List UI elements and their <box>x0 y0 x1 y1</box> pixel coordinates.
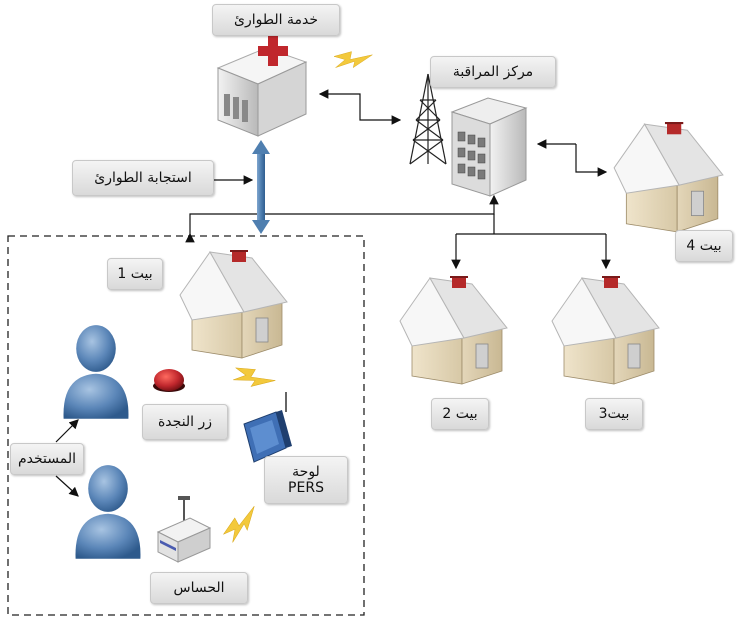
person-icon-top <box>63 325 129 419</box>
label-house-2: بيت 2 <box>431 398 489 430</box>
hospital-building-icon <box>216 36 308 137</box>
label-house-4: بيت 4 <box>675 230 733 262</box>
lightning-signal-icon <box>219 503 264 544</box>
label-house-1: بيت 1 <box>107 258 163 290</box>
lightning-signal-icon <box>231 362 277 394</box>
house-1-icon <box>179 250 288 359</box>
house-3-icon <box>551 276 660 385</box>
label-sensor: الحساس <box>150 572 248 604</box>
label-emergency-service: خدمة الطوارئ <box>212 4 340 36</box>
lightning-signal-icon <box>333 51 373 68</box>
label-pers-panel: لوحة PERS <box>264 456 348 504</box>
label-emergency-response: استجابة الطوارئ <box>72 160 214 196</box>
emergency-response-arrow <box>252 140 270 234</box>
label-panic-button: زر النجدة <box>142 404 228 440</box>
house-2-icon <box>399 276 508 385</box>
label-house-3: بيت3 <box>585 398 643 430</box>
user-area-boundary <box>7 235 365 616</box>
network-connections <box>55 89 611 497</box>
house-4-icon <box>613 122 724 233</box>
sensor-box-icon <box>156 496 212 563</box>
label-monitoring-center: مركز المراقبة <box>430 56 556 88</box>
red-alarm-button-icon <box>153 369 185 392</box>
pers-panel-device-icon <box>243 392 292 463</box>
office-building-icon <box>450 97 528 197</box>
label-user: المستخدم <box>10 443 84 475</box>
radio-tower-icon <box>409 73 447 165</box>
person-icon-bottom <box>75 465 141 559</box>
